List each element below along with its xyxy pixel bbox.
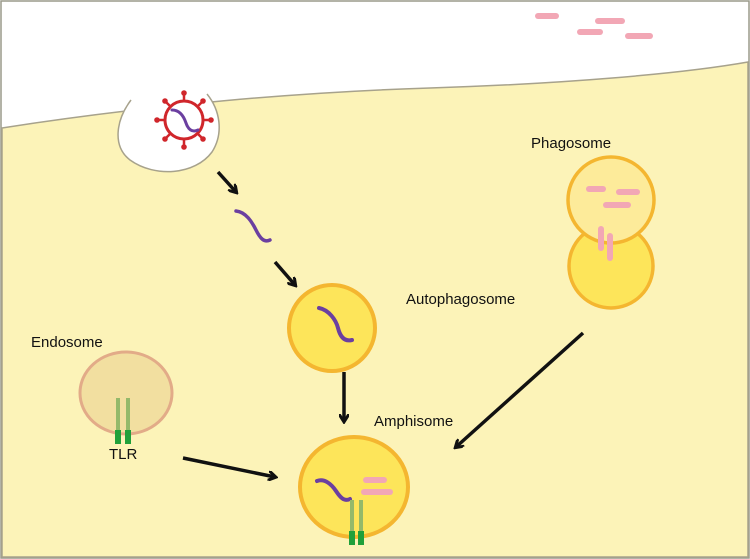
label-endosome: Endosome: [31, 334, 103, 351]
autophagosome: [287, 283, 377, 373]
label-phagosome: Phagosome: [531, 135, 612, 152]
label-amphisome: Amphisome: [374, 413, 454, 430]
virus-particle: [154, 90, 214, 150]
arrow-pocket-to-rna: [216, 170, 236, 192]
phagosome: [566, 155, 656, 310]
arrow-rna-to-autophagosome: [273, 260, 295, 285]
extracellular-bacteria: [535, 13, 653, 39]
released-viral-rna: [234, 209, 272, 243]
label-tlr: TLR: [109, 446, 138, 463]
endosome: [78, 350, 174, 444]
label-autophagosome: Autophagosome: [406, 291, 516, 308]
amphisome: [298, 435, 410, 545]
arrow-phagosome-to-amphisome: [456, 331, 585, 447]
arrow-endosome-to-amphisome: [182, 456, 275, 477]
